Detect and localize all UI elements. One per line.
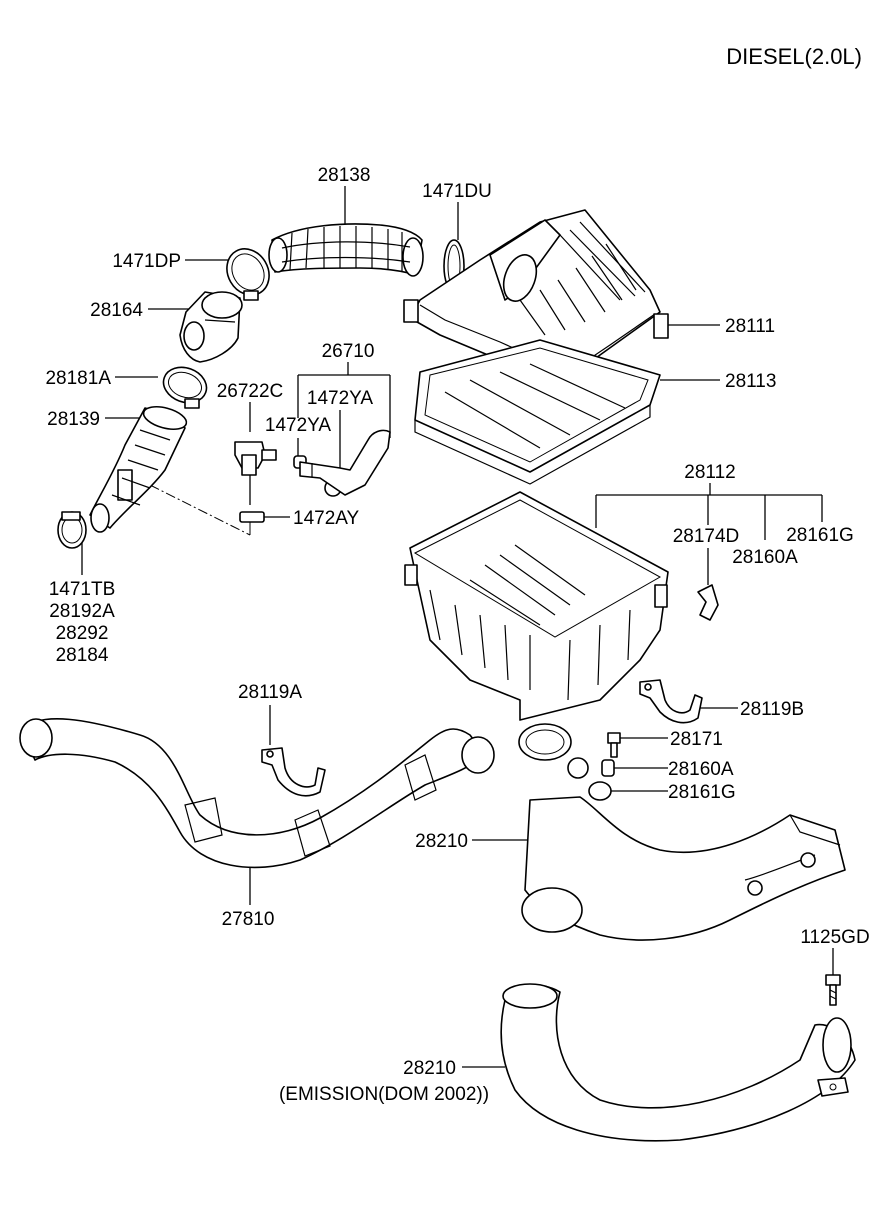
label-28210-lower: 28210	[403, 1058, 456, 1079]
label-26722C: 26722C	[217, 381, 284, 402]
leader-lines	[81, 186, 834, 1068]
air-cleaner-cover-28111	[403, 209, 669, 393]
hose-clamp-28181A	[162, 366, 208, 409]
label-28171: 28171	[670, 729, 723, 750]
air-duct-28210-lower	[500, 983, 856, 1142]
hose-clamp-1471DP	[226, 248, 270, 301]
label-27810: 27810	[222, 909, 275, 930]
engine-label: DIESEL(2.0L)	[726, 44, 862, 69]
label-28210-upper: 28210	[415, 831, 468, 852]
label-1472YA-lower: 1472YA	[265, 415, 332, 436]
label-28192A: 28192A	[49, 601, 115, 622]
label-emission-note: (EMISSION(DOM 2002))	[279, 1084, 489, 1105]
bolt-28171	[607, 732, 621, 758]
label-28161G: 28161G	[668, 782, 736, 803]
label-28113: 28113	[725, 371, 776, 392]
air-filter-element-28113	[414, 339, 661, 485]
label-28119B: 28119B	[740, 699, 804, 720]
label-28160A: 28160A	[668, 759, 734, 780]
label-28119A: 28119A	[238, 682, 302, 703]
label-28174D: 28174D	[673, 526, 740, 547]
part-sketches	[19, 209, 856, 1142]
label-28138: 28138	[318, 165, 371, 186]
part-labels: DIESEL(2.0L) 28138 1471DU 1471DP 28164 2…	[45, 44, 869, 1105]
resonator-duct-28139	[89, 405, 188, 533]
airflow-sensor-28164	[179, 291, 243, 363]
label-1125GD: 1125GD	[800, 927, 869, 948]
label-1472YA-upper: 1472YA	[307, 388, 374, 409]
breather-hose-26710	[299, 429, 391, 496]
label-26710: 26710	[322, 341, 375, 362]
label-28164: 28164	[90, 300, 143, 321]
label-1471DP: 1471DP	[112, 251, 181, 272]
label-28111: 28111	[725, 316, 775, 337]
label-1472AY: 1472AY	[293, 508, 360, 529]
hose-clamp-1471TB	[57, 511, 87, 549]
label-28160A-top: 28160A	[732, 547, 798, 568]
intake-hose-27810	[19, 718, 495, 869]
label-28292: 28292	[56, 623, 109, 644]
label-1471DU: 1471DU	[422, 181, 492, 202]
air-cleaner-body-28112	[404, 491, 669, 779]
breather-fitting-26722C	[234, 441, 277, 476]
bracket-28174D	[697, 584, 719, 621]
bushing-28160A	[601, 759, 615, 777]
air-duct-28210-upper	[521, 796, 846, 941]
label-28184: 28184	[56, 645, 109, 666]
hose-clamp-1472AY	[239, 511, 265, 523]
bracket-28119B	[639, 679, 703, 724]
grommet-28161G	[588, 781, 612, 801]
bolt-1125GD	[825, 974, 841, 1006]
label-28112: 28112	[684, 462, 735, 483]
label-28161G-top: 28161G	[786, 525, 854, 546]
intake-hose-28138	[268, 223, 424, 277]
bracket-28119A	[261, 747, 326, 797]
label-28139: 28139	[47, 409, 100, 430]
label-28181A: 28181A	[45, 368, 111, 389]
label-1471TB: 1471TB	[49, 579, 116, 600]
